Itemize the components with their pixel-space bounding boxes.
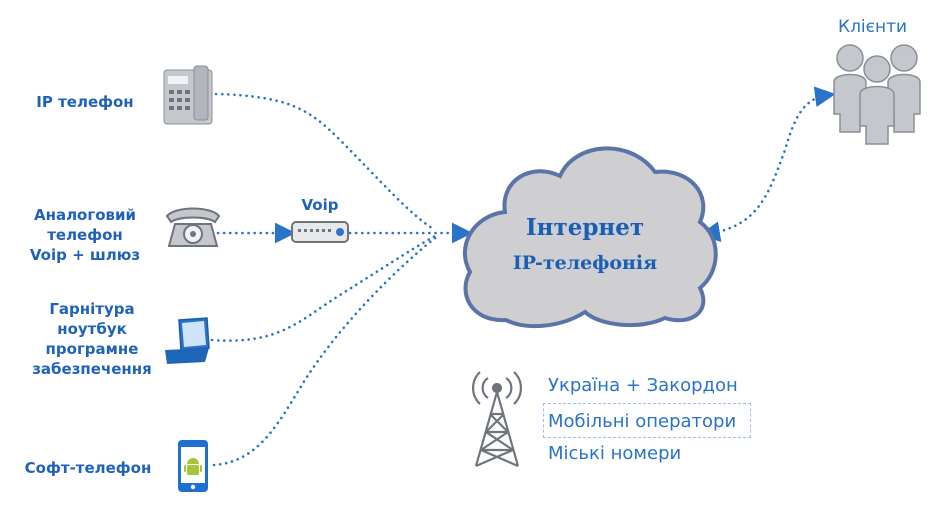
- headset-label: Гарнітура ноутбук програмне забезпечення: [25, 299, 159, 379]
- coverage-item-1: Україна + Закордон: [548, 375, 738, 396]
- cloud-shape: [463, 146, 718, 329]
- headset-line-1: Гарнітура: [49, 300, 135, 318]
- ip-phone-text: IP телефон: [36, 93, 134, 111]
- link-ip-phone: [214, 92, 437, 232]
- gateway-label: Voip: [296, 195, 344, 215]
- headset-line-3: програмне: [45, 340, 139, 358]
- voip-gateway-icon: [291, 221, 349, 243]
- link-clients: [699, 86, 836, 242]
- headset-line-2: ноутбук: [57, 320, 127, 338]
- desk-phone-icon: [163, 65, 213, 125]
- laptop-icon: [165, 317, 210, 364]
- softphone-text: Софт-телефон: [24, 459, 152, 477]
- gateway-text: Voip: [301, 196, 339, 214]
- headset-line-4: забезпечення: [32, 360, 152, 378]
- coverage-item-3: Міські номери: [548, 443, 682, 464]
- radio-tower-icon: [472, 371, 522, 468]
- link-softphone: [212, 236, 437, 467]
- rotary-phone-icon: [165, 207, 221, 247]
- analog-phone-label: Аналоговий телефон Voip + шлюз: [22, 205, 148, 265]
- clients-label: Клієнти: [838, 17, 908, 37]
- cloud-title: Інтернет: [525, 214, 645, 241]
- analog-line-1: Аналоговий: [33, 206, 137, 224]
- people-group-icon: [833, 44, 921, 145]
- analog-line-2: телефон: [47, 226, 123, 244]
- softphone-label: Софт-телефон: [20, 458, 156, 478]
- analog-line-3: Voip + шлюз: [29, 246, 141, 264]
- coverage-highlight-box: [543, 403, 751, 438]
- cloud-subtitle: IP-телефонія: [512, 252, 658, 274]
- ip-phone-label: IP телефон: [30, 92, 140, 112]
- link-headset: [210, 234, 437, 342]
- android-phone-icon: [178, 440, 208, 492]
- coverage-item-2: Мобільні оператори: [548, 411, 737, 432]
